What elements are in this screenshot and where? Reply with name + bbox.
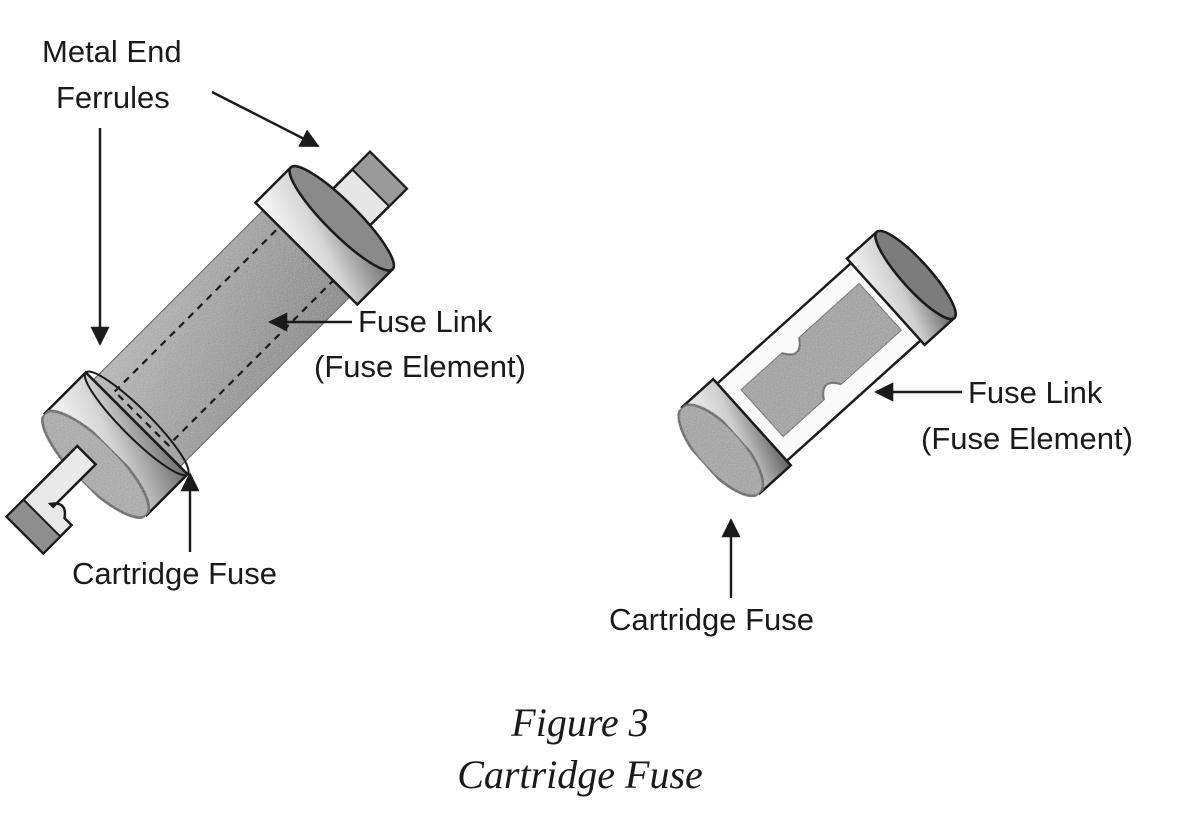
fuse-element-strip [738, 281, 904, 439]
left-blade-tab [4, 444, 98, 556]
large-cartridge-fuse-illustration [4, 150, 409, 556]
figure-caption: Figure 3 Cartridge Fuse [457, 700, 703, 797]
labels: Metal End Ferrules Fuse Link (Fuse Eleme… [42, 34, 1133, 637]
label-fuse-link-right: Fuse Link [968, 375, 1103, 410]
caption-figure-number: Figure 3 [510, 700, 648, 745]
label-ferrules: Ferrules [56, 80, 170, 115]
label-metal-end: Metal End [42, 34, 182, 69]
label-fuse-element-right: (Fuse Element) [921, 421, 1133, 456]
callout-arrows [90, 90, 962, 598]
arrow-ferrules-right [211, 90, 320, 148]
label-cartridge-fuse-left: Cartridge Fuse [72, 556, 277, 591]
label-fuse-element-left: (Fuse Element) [314, 349, 526, 384]
label-cartridge-fuse-right: Cartridge Fuse [609, 602, 814, 637]
right-ferrule [253, 164, 396, 307]
caption-title: Cartridge Fuse [457, 752, 703, 797]
label-fuse-link-left: Fuse Link [358, 304, 493, 339]
small-glass-cartridge-fuse-illustration [677, 229, 957, 498]
